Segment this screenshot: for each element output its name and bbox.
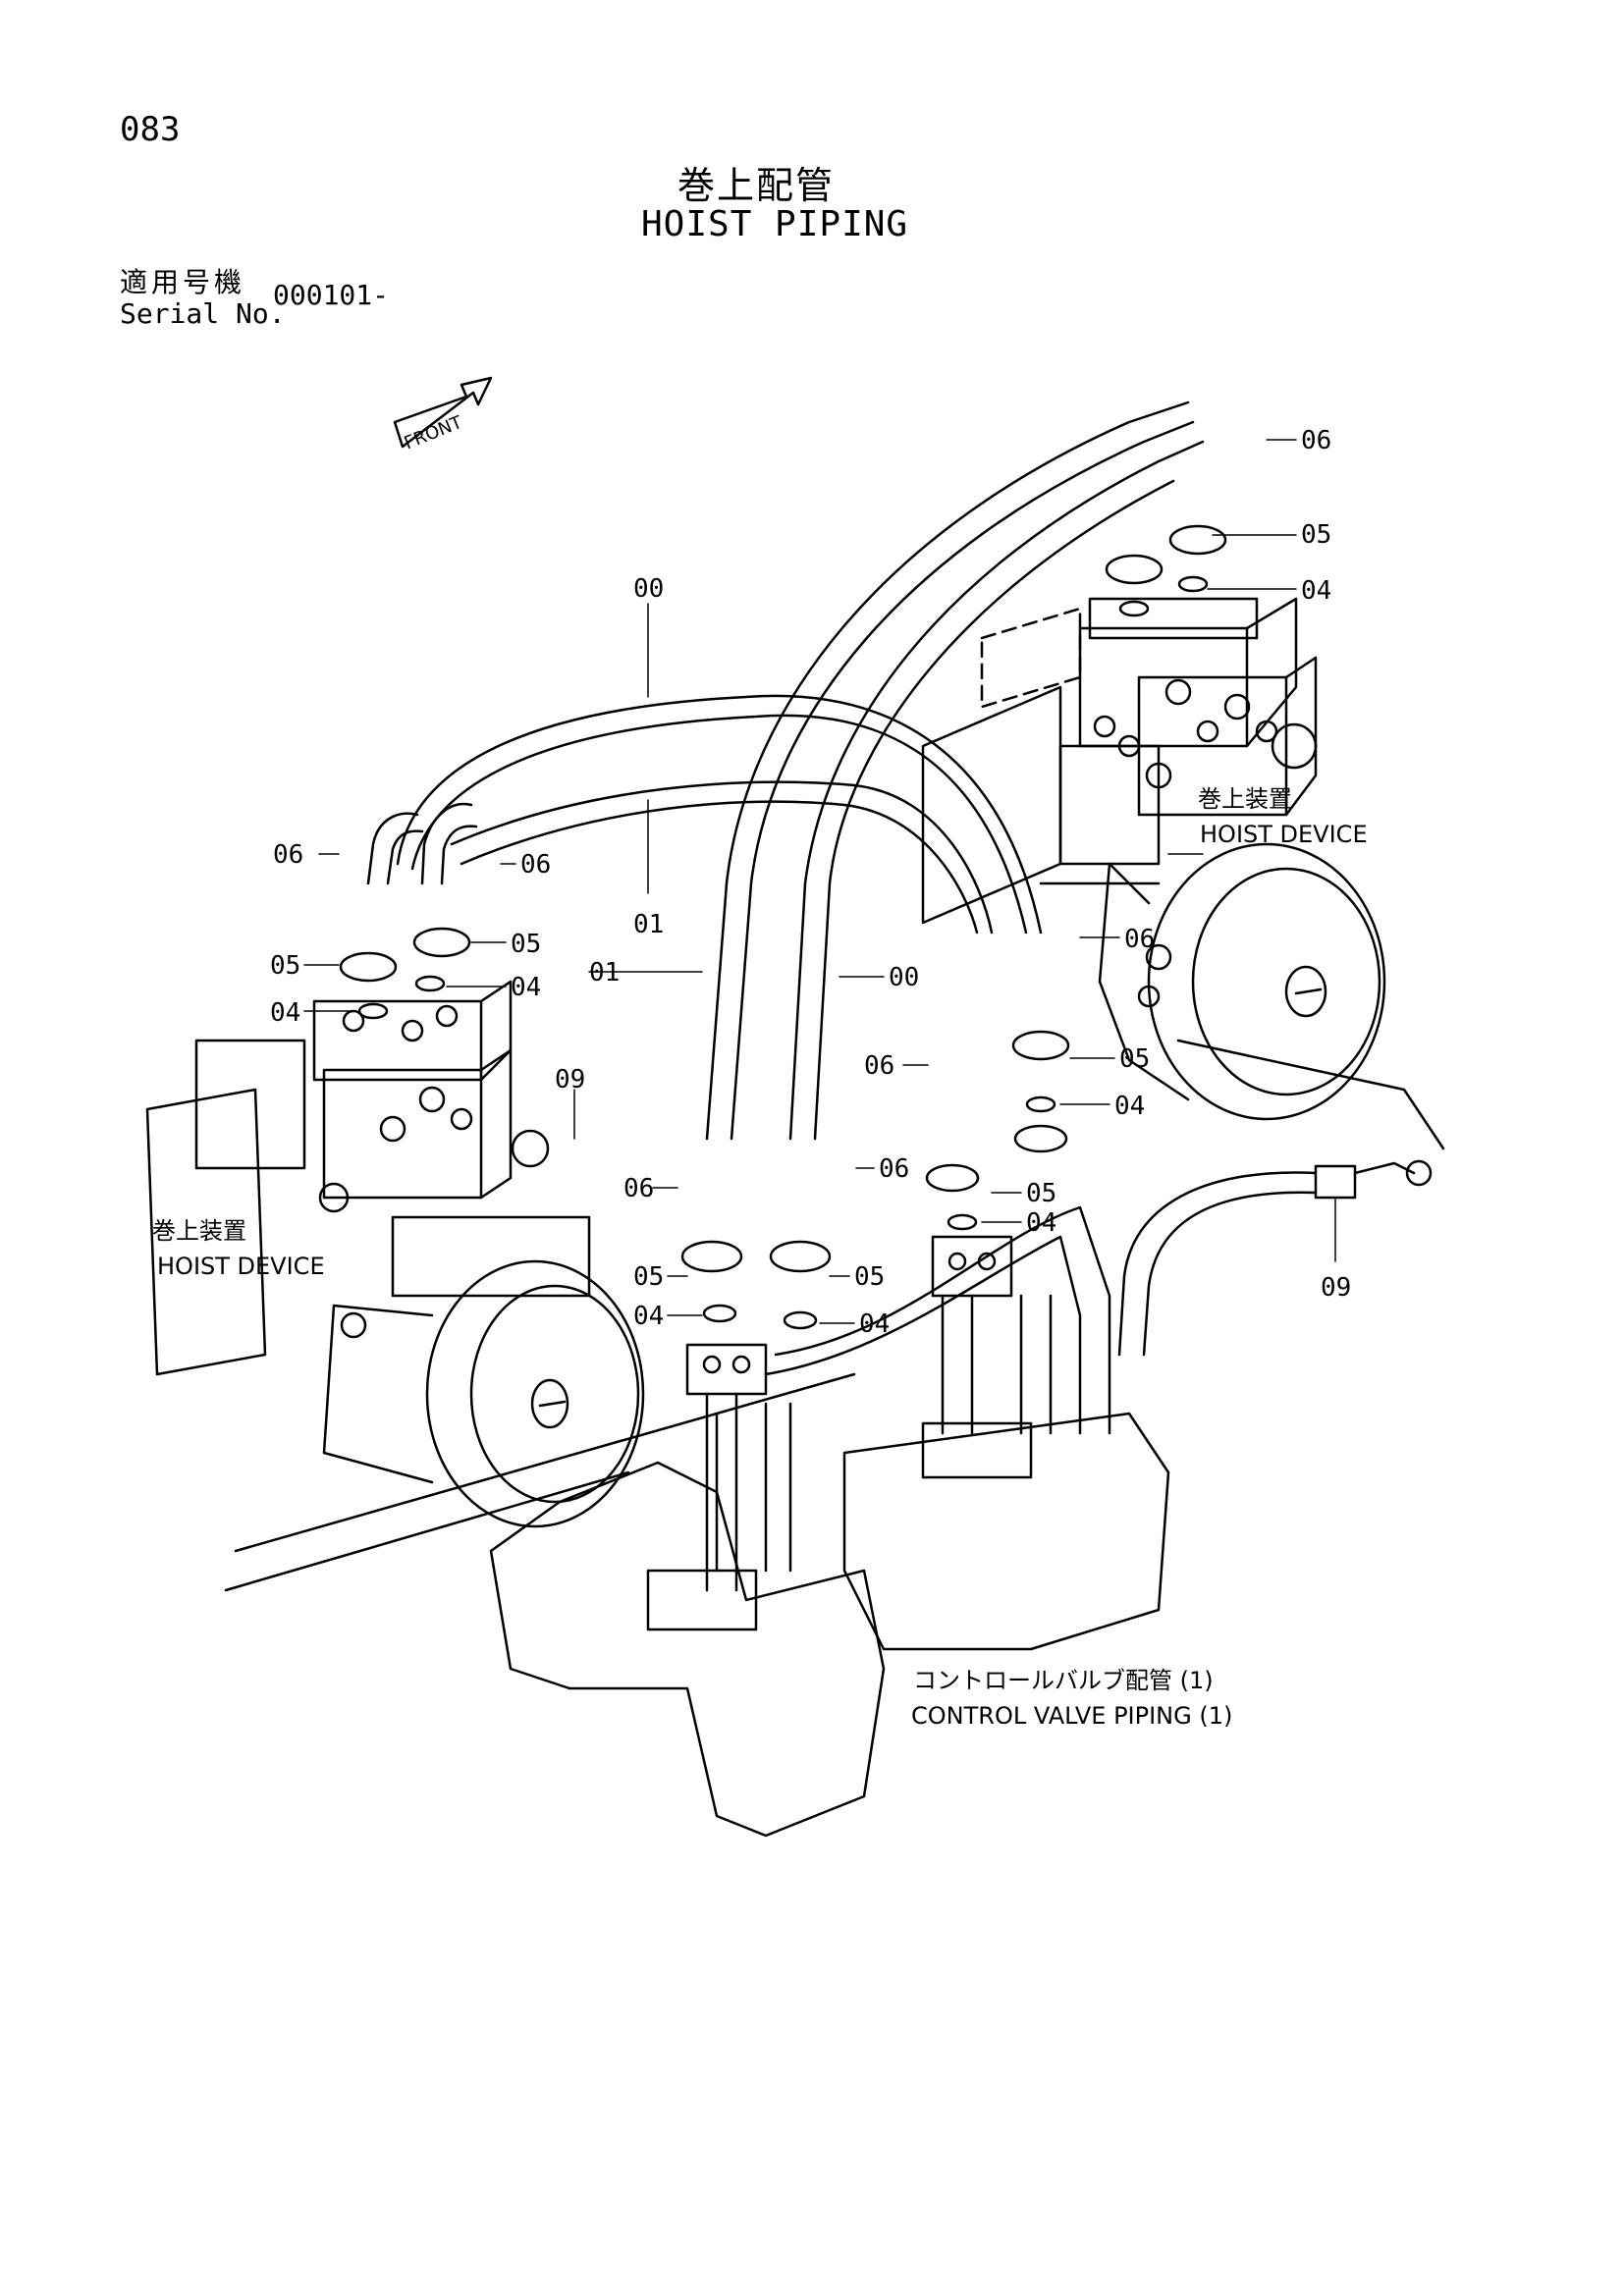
- callout-06: 06: [623, 1174, 654, 1203]
- callout-06: 06: [1124, 925, 1155, 954]
- control-valve-block: [489, 1205, 1170, 1838]
- callout-05: 05: [633, 1262, 664, 1292]
- callout-04: 04: [1301, 576, 1331, 606]
- callout-05: 05: [1301, 520, 1331, 550]
- serial-label-japanese: 適用号機: [120, 266, 246, 298]
- callout-06: 06: [864, 1051, 894, 1081]
- callout-06: 06: [273, 840, 303, 870]
- callout-06: 06: [879, 1154, 909, 1184]
- hoist-device-label: HOIST DEVICE: [1200, 821, 1368, 848]
- callout-09: 09: [1321, 1273, 1351, 1303]
- hoist-device-label-japanese: 巻上装置: [152, 1217, 246, 1245]
- callout-05: 05: [854, 1262, 885, 1292]
- callout-05: 05: [1119, 1044, 1150, 1074]
- leader-lines: [303, 439, 1336, 1324]
- hoist-device-label: HOIST DEVICE: [157, 1253, 325, 1280]
- page-number: 083: [120, 110, 181, 149]
- callout-01: 01: [589, 958, 620, 988]
- control-valve-label: CONTROL VALVE PIPING (1): [911, 1702, 1232, 1730]
- page-title: HOIST PIPING: [641, 204, 909, 244]
- control-valve-label-japanese: コントロールバルブ配管 (1): [913, 1667, 1214, 1694]
- callout-05: 05: [1026, 1179, 1056, 1208]
- device-labels: 巻上装置 HOIST DEVICE 巻上装置 HOIST DEVICE コントロ…: [152, 785, 1368, 1730]
- flange-o-ring-parts: [339, 524, 1227, 1330]
- callout-09: 09: [555, 1065, 585, 1095]
- page-title-japanese: 巻上配管: [677, 164, 836, 207]
- serial-label: Serial No.: [120, 297, 286, 330]
- callout-06: 06: [1301, 426, 1331, 455]
- callout-04: 04: [270, 998, 300, 1028]
- hose-00-upper: [396, 694, 1043, 934]
- callout-04: 04: [859, 1309, 890, 1339]
- hose-09-right: [1117, 1159, 1433, 1357]
- front-label: FRONT: [402, 411, 466, 454]
- left-hoist-device: [145, 980, 856, 1592]
- right-hoist-device: [921, 597, 1445, 1150]
- callout-01: 01: [633, 910, 664, 939]
- callout-04: 04: [1114, 1092, 1145, 1121]
- hoist-device-label-japanese: 巻上装置: [1198, 785, 1292, 813]
- callout-04: 04: [511, 973, 541, 1002]
- callout-04: 04: [1026, 1208, 1056, 1238]
- front-arrow-icon: [393, 376, 493, 449]
- hose-elbows-left: [366, 802, 478, 885]
- callout-04: 04: [633, 1302, 664, 1331]
- serial-value: 000101-: [273, 279, 390, 311]
- callout-06: 06: [520, 850, 551, 880]
- callout-00: 00: [889, 963, 919, 992]
- callout-05: 05: [511, 930, 541, 959]
- callout-00: 00: [633, 574, 664, 604]
- callout-05: 05: [270, 951, 300, 981]
- hose-long-right: [705, 400, 1205, 1141]
- callouts: 06 05 04 00 01 06 06 05 05 04 04 01 00 0…: [270, 426, 1351, 1339]
